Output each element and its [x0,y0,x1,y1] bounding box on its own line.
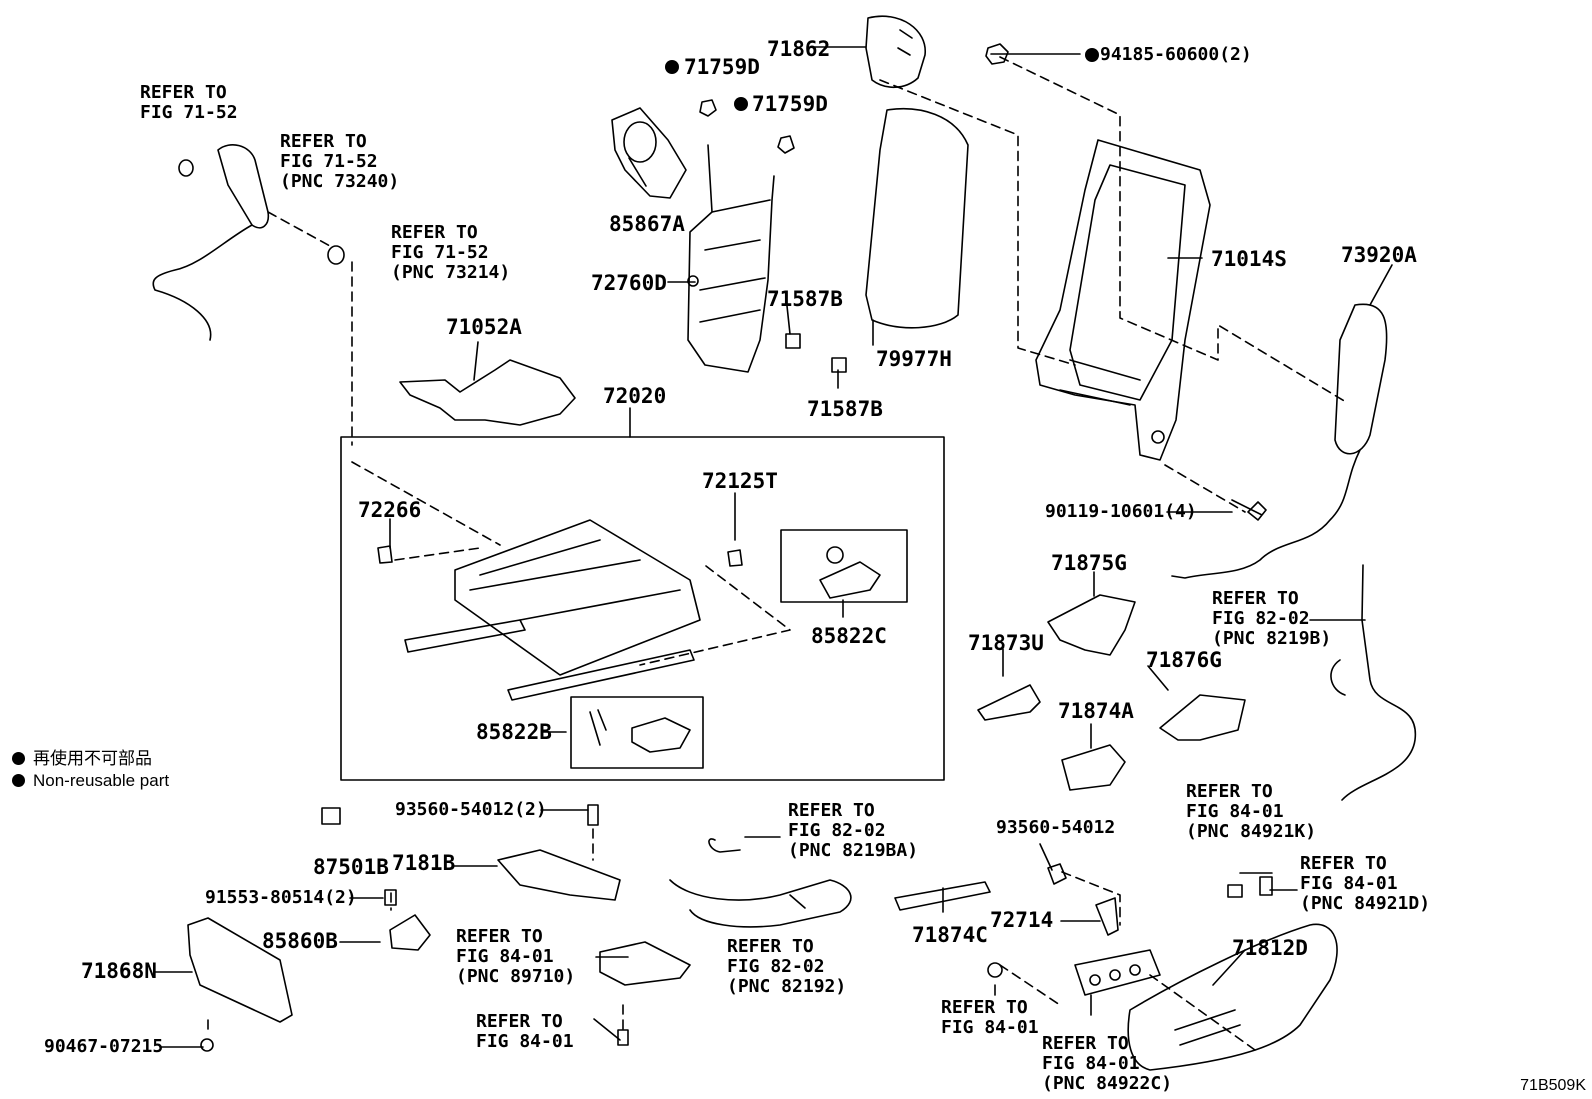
legend-english-text: Non-reusable part [33,771,170,790]
part-label-73920a: 73920A [1341,243,1417,267]
refer-note-fig-71-52: REFER TO FIG 71-52 [140,82,238,123]
part-label-71812d: 71812D [1232,936,1308,960]
part-label-87501b: 87501B [313,855,389,879]
clip-71587b-1 [785,333,801,349]
refer-note-pnc-84921d: REFER TO FIG 84-01 (PNC 84921D) [1300,853,1431,914]
cover-71873u-sketch [977,684,1041,721]
non-reusable-dot-icon [12,752,25,765]
diagram-code: 71B509K [1520,1077,1586,1094]
clip-73214-sketch [327,245,345,265]
part-label-85867a: 85867A [609,212,685,236]
part-label-71868n: 71868N [81,959,157,983]
switch-85860b-sketch [389,914,431,951]
legend-japanese-text: 再使用不可部品 [33,749,152,768]
part-label-85822b: 85822B [476,720,552,744]
part-label-71874a: 71874A [1058,699,1134,723]
part-label-85822c: 85822C [811,624,887,648]
part-label-71052a: 71052A [446,315,522,339]
part-label-71587b-2: 71587B [807,397,883,421]
part-label-72266: 72266 [358,498,422,522]
bracket-72714-sketch [1095,897,1119,936]
refer-note-pnc-89710: REFER TO FIG 84-01 (PNC 89710) [456,926,576,987]
clip-71587b-2 [831,357,847,373]
clip-71759d-2 [777,135,795,154]
part-label-71759d-1: 71759D [684,55,760,79]
clip-71-52-sketch [178,159,194,177]
non-reusable-markers [665,48,1099,111]
side-airbag-sketch [1334,303,1388,455]
refer-note-pnc-73214: REFER TO FIG 71-52 (PNC 73214) [391,222,511,283]
harness-8219b-sketch [1341,564,1416,801]
lumbar-support-sketch [687,144,775,373]
part-label-71876g: 71876G [1146,648,1222,672]
part-label-90467: 90467-07215 [44,1036,164,1057]
clip-72125t [727,549,743,567]
trim-71874c-sketch [894,881,991,911]
part-label-85860b: 85860B [262,929,338,953]
part-label-71759d-2: 71759D [752,92,828,116]
refer-note-fig-84-01-b: REFER TO FIG 84-01 [941,997,1039,1038]
refer-note-pnc-8219b: REFER TO FIG 82-02 (PNC 8219B) [1212,588,1332,649]
seat-shield-71812d-sketch [1127,923,1338,1071]
seat-adjuster-sketch [454,519,701,676]
part-label-71014s: 71014S [1211,247,1287,271]
bolt-90119-sketch [1231,499,1267,521]
part-label-93560: 93560-54012 [996,817,1116,838]
leader-lines [153,46,1393,1048]
part-label-72714: 72714 [990,908,1054,932]
block-87501b-sketch [321,807,341,825]
refer-note-pnc-82192: REFER TO FIG 82-02 (PNC 82192) [727,936,847,997]
part-label-91553: 91553-80514(2) [205,887,357,908]
headrest-support-sketch [865,15,926,89]
harness-82192-sketch [669,879,852,928]
legend-line-japanese: 再使用不可部品 [12,744,152,769]
part-label-72125t: 72125T [702,469,778,493]
seatback-pad-sketch [865,107,969,329]
part-label-71587b-1: 71587B [767,287,843,311]
dashed-lines [207,56,1347,1051]
cover-71875g-sketch [1047,594,1136,656]
part-label-71874c: 71874C [912,923,988,947]
cable-sketch [152,224,253,341]
part-label-93560-2: 93560-54012(2) [395,799,547,820]
part-label-71875g: 71875G [1051,551,1127,575]
refer-note-pnc-8219ba: REFER TO FIG 82-02 (PNC 8219BA) [788,800,919,861]
legend-line-english: Non-reusable part [12,771,169,791]
part-label-71873u: 71873U [968,631,1044,655]
cover-71876g-sketch [1159,694,1246,741]
clip-71759d-1 [699,99,717,117]
refer-note-pnc-84921k: REFER TO FIG 84-01 (PNC 84921K) [1186,781,1317,842]
part-label-94185: 94185-60600(2) [1100,44,1252,65]
part-label-72760d: 72760D [591,271,667,295]
lever-73240-sketch [217,144,270,229]
part-label-72020: 72020 [603,384,667,408]
adjuster-assembly-box [340,436,945,781]
non-reusable-dot-icon [12,774,25,787]
cover-71874a-sketch [1061,744,1126,791]
clip-72266 [377,545,393,564]
part-label-90119: 90119-10601(4) [1045,501,1197,522]
bracket-7181b-sketch [497,849,621,901]
nut-sketch [985,43,1009,65]
refer-note-pnc-84922c: REFER TO FIG 84-01 (PNC 84922C) [1042,1033,1173,1094]
part-sketches [152,15,1416,1071]
refer-note-fig-84-01-a: REFER TO FIG 84-01 [476,1011,574,1052]
clip-90467-sketch [200,1038,214,1052]
plate-85867a-sketch [611,107,687,199]
part-label-7181b: 7181B [392,851,456,875]
switch-84922c-sketch [1074,949,1161,996]
motor-85822c-box [780,529,908,603]
seatback-frame-sketch [1035,139,1211,461]
refer-note-pnc-73240: REFER TO FIG 71-52 (PNC 73240) [280,131,400,192]
part-label-79977h: 79977H [876,347,952,371]
ecu-89710-sketch [599,941,691,986]
bracket-71052a-sketch [399,359,576,426]
part-label-71862: 71862 [767,37,831,61]
cover-71868n-sketch [187,917,293,1023]
harness-8219ba-sketch [708,838,741,853]
motor-85822b-box [570,696,704,769]
